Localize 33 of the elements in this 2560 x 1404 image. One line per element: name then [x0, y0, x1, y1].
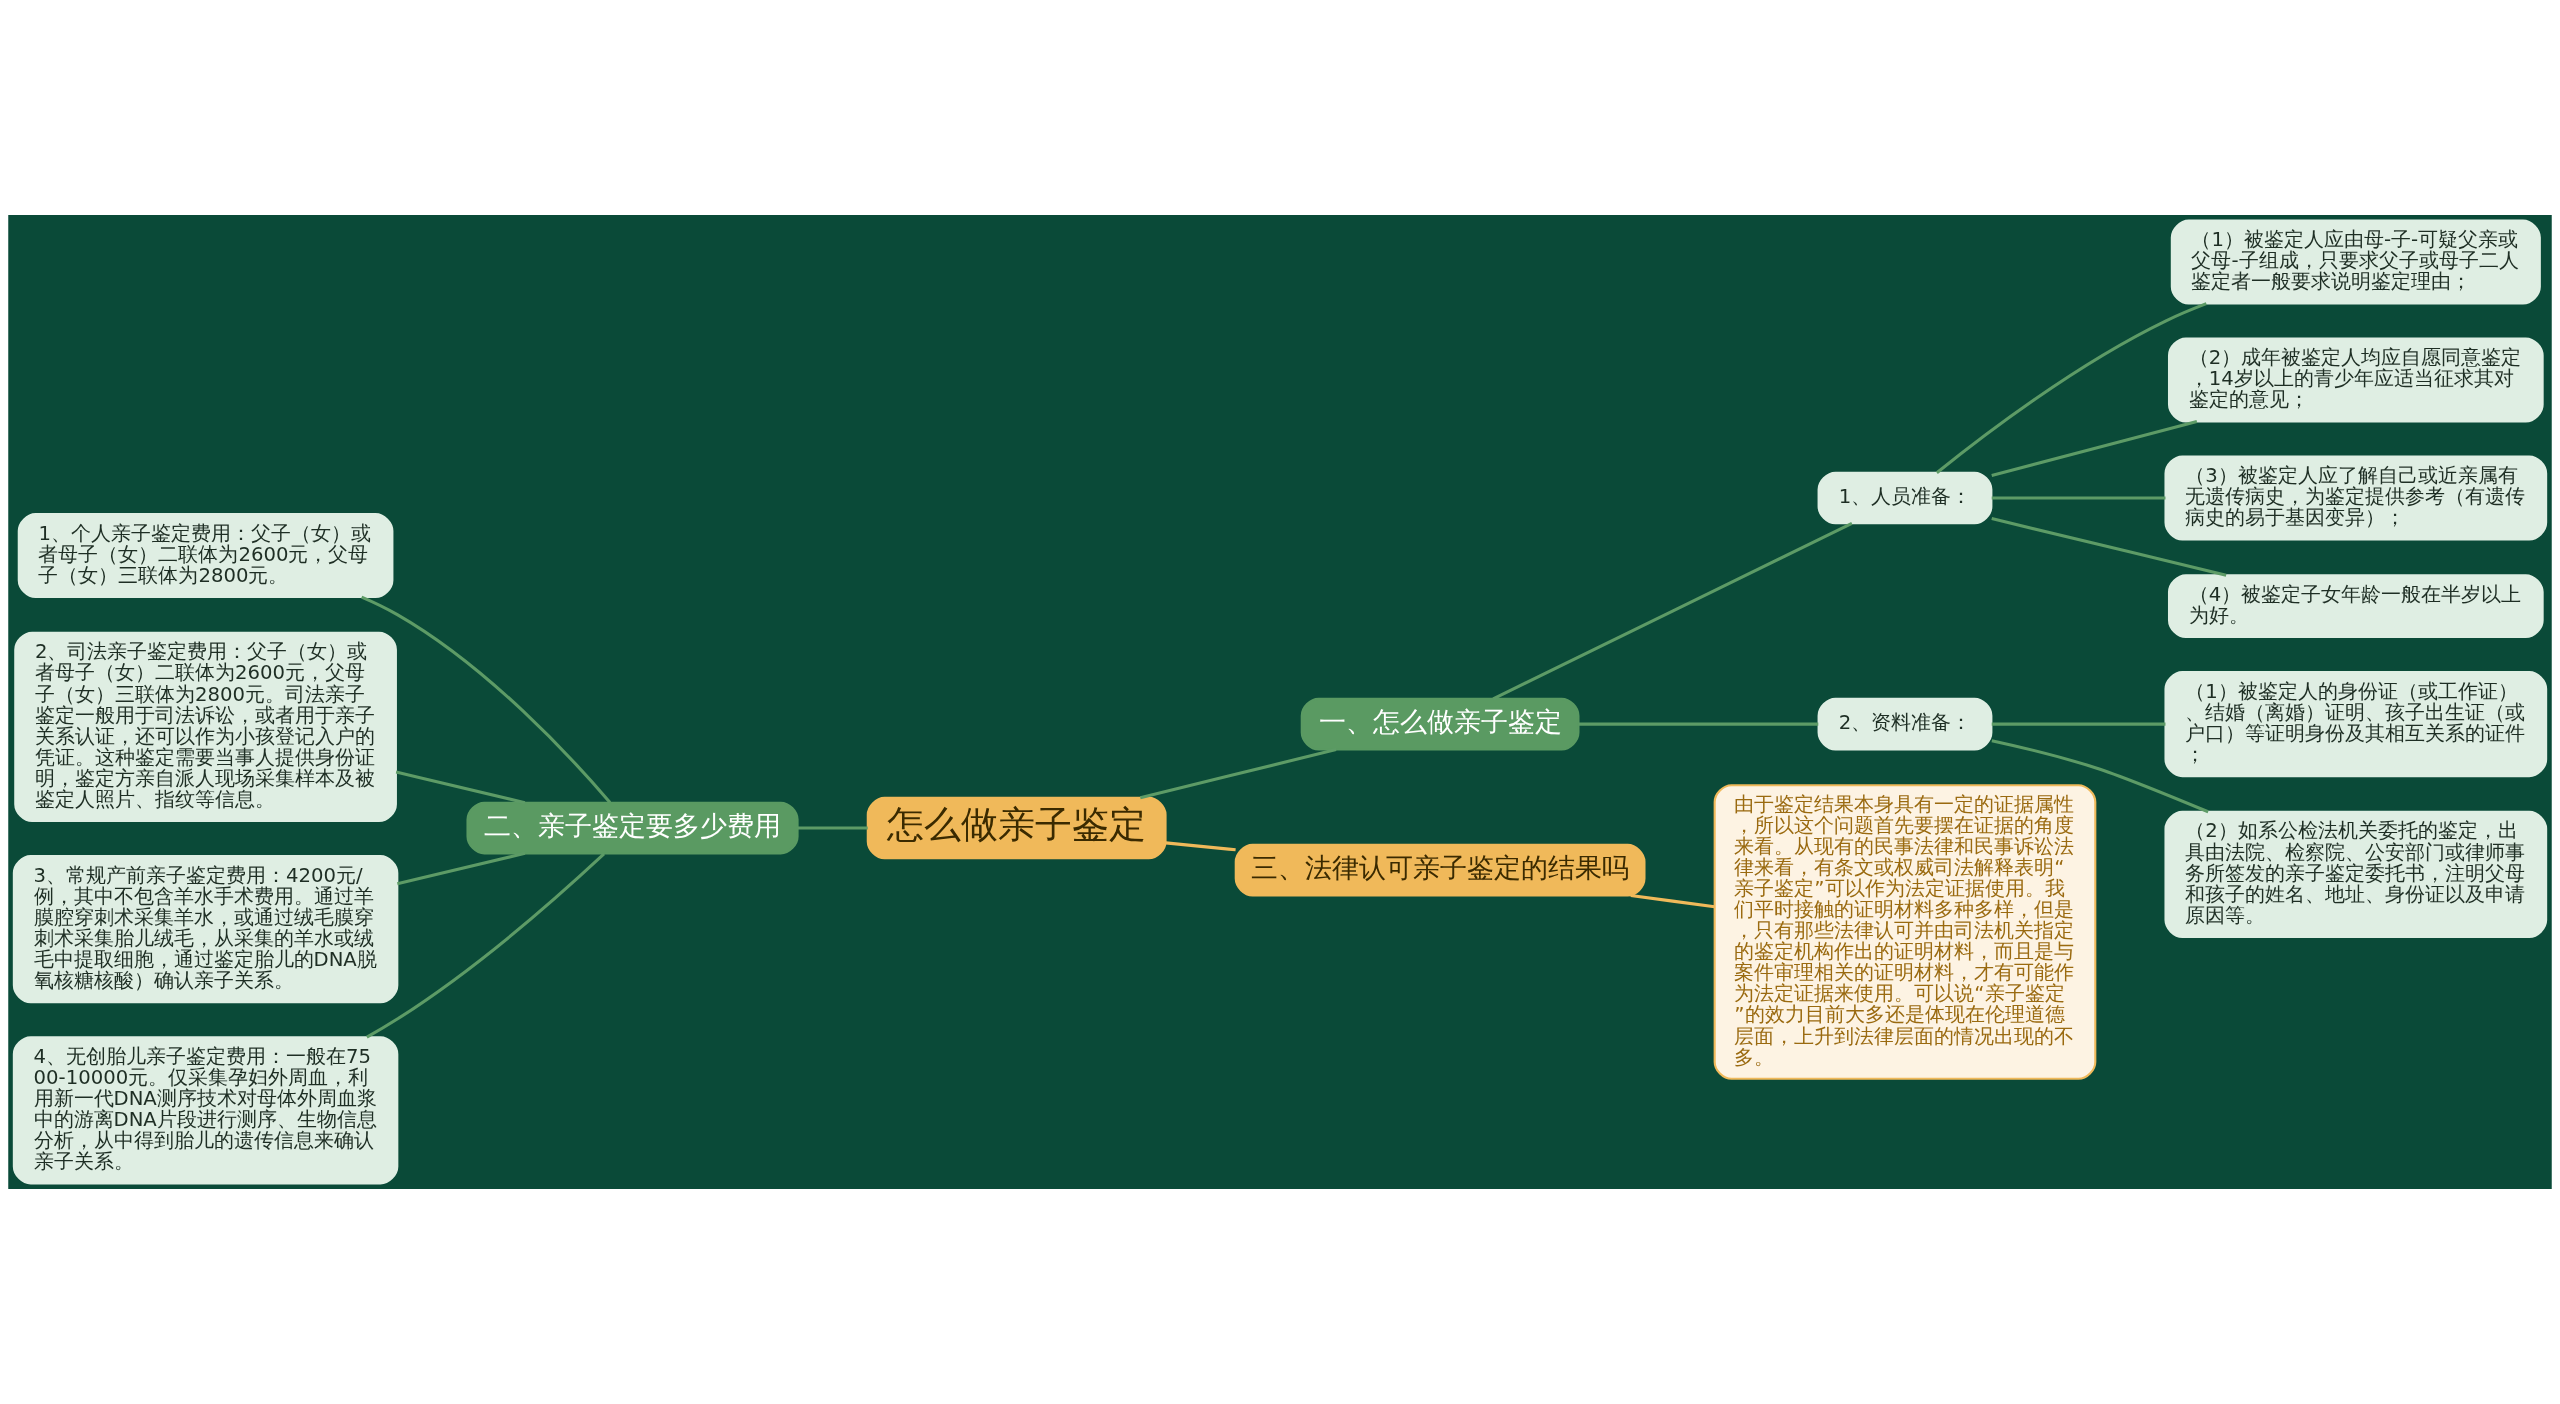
connector [361, 595, 612, 804]
node-box: （1）被鉴定人的身份证（或工作证）、结婚（离婚）证明、孩子出生证（或户口）等证明身份及其相互关系的证件； [2164, 671, 2548, 778]
node-box: 3、常规产前亲子鉴定费用：4200元/例，其中不包含羊水手术费用。通过羊膜腔穿刺术采集羊水，或通过绒毛膜穿刺术采集胎儿绒毛，从采集的羊水或绒毛中提取细胞，通过鉴定胎儿的DNA脱氧核糖核酸）确认亲子关系。 [12, 855, 399, 1004]
node-box: （2）成年被鉴定人均应自愿同意鉴定，14岁以上的青少年应适当征求其对鉴定的意见； [2167, 337, 2544, 423]
node-box: 1、个人亲子鉴定费用：父子（女）或者母子（女）二联体为2600元，父母子（女）三联体为2800元。 [17, 513, 394, 599]
connector [1492, 521, 1853, 701]
connector [1991, 722, 2166, 726]
node-box: （2）如系公检法机关委托的鉴定，出具由法院、检察院、公安部门或律师事务所签发的亲子鉴定委托书，注明父母和孩子的姓名、地址、身份证以及申请原因等。 [2164, 810, 2548, 938]
connector [366, 852, 606, 1039]
node-box: 怎么做亲子鉴定 [866, 796, 1167, 860]
connector [797, 826, 868, 830]
node-box: 2、资料准备： [1817, 697, 1993, 751]
node-box: 4、无创胎儿亲子鉴定费用：一般在7500-10000元。仅采集孕妇外周血，利用新一代DNA测序技术对母体外周血浆中的游离DNA片段进行测序、生物信息分析，从中得到胎儿的遗传信息来确认亲子关系。 [12, 1036, 399, 1185]
connector [1165, 841, 1236, 852]
node-box: 二、亲子鉴定要多少费用 [466, 801, 799, 855]
connector [1630, 893, 1715, 909]
connector [1991, 517, 2227, 577]
node-box: （1）被鉴定人应由母-子-可疑父亲或父母-子组成，只要求父子或母子二人鉴定者一般要求说明鉴定理由； [2170, 219, 2541, 305]
node-box: 1、人员准备： [1817, 471, 1993, 525]
node-box: 2、司法亲子鉴定费用：父子（女）或者母子（女）二联体为2600元，父母子（女）三联体为2800元。司法亲子鉴定一般用于司法诉讼，或者用于亲子关系认证，还可以作为小孩登记入户的凭证。这种鉴定需要当事人提供身份证明，鉴定方亲自派人现场采集样本及被鉴定人照片、指纹等信息。 [14, 631, 397, 823]
connector [1991, 739, 2209, 814]
connector [1935, 302, 2207, 474]
connector [397, 851, 526, 886]
connector [1991, 496, 2166, 500]
node-box: 一、怎么做亲子鉴定 [1300, 697, 1580, 751]
node-box: （4）被鉴定子女年龄一般在半岁以上为好。 [2167, 574, 2544, 639]
node-box: （3）被鉴定人应了解自己或近亲属有无遗传病史，为鉴定提供参考（有遗传病史的易于基因变异）； [2164, 455, 2548, 541]
connector [1578, 722, 1819, 726]
node-box: 由于鉴定结果本身具有一定的证据属性，所以这个问题首先要摆在证据的角度来看。从现有的民事法律和民事诉讼法律来看，有条文或权威司法解释表明“亲子鉴定”可以作为法定证据使用。我们平时接触的证明材料多种多样，但是，只有那些法律认可并由司法机关指定的鉴定机构作出的证明材料，而且是与案件审理相关的证明材料，才有可能作为法定证据来使用。可以说“亲子鉴定”的效力目前大多还是体现在伦理道德层面，上升到法律层面的情况出现的不多。 [1713, 784, 2097, 1080]
connector [1991, 420, 2198, 478]
connector [1139, 748, 1337, 800]
connector [395, 770, 526, 805]
node-box: 三、法律认可亲子鉴定的结果吗 [1234, 843, 1646, 897]
